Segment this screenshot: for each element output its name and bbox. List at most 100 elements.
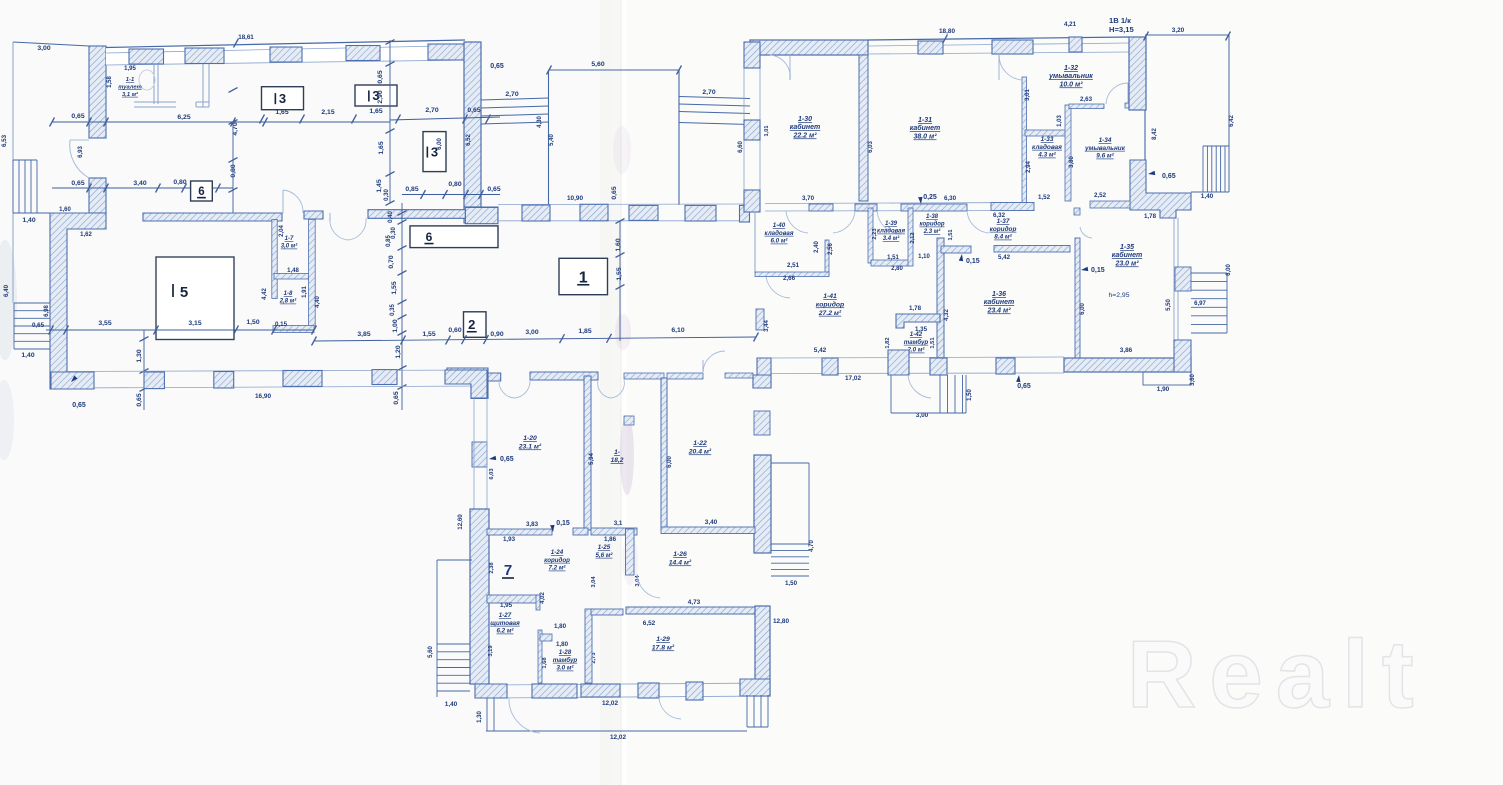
svg-text:коридор: коридор — [919, 222, 944, 228]
svg-text:1,60: 1,60 — [615, 238, 622, 251]
svg-text:0,65: 0,65 — [393, 391, 400, 404]
svg-text:3,00: 3,00 — [916, 412, 929, 419]
svg-text:1,50: 1,50 — [246, 319, 259, 326]
svg-text:3,15: 3,15 — [188, 320, 201, 327]
svg-text:1,03: 1,03 — [1057, 115, 1063, 127]
svg-text:2,66: 2,66 — [783, 275, 796, 282]
svg-text:2,63: 2,63 — [1080, 96, 1093, 103]
svg-text:Н=3,15: Н=3,15 — [1109, 25, 1134, 34]
svg-text:1,86: 1,86 — [604, 536, 617, 543]
svg-text:3: 3 — [372, 88, 379, 103]
svg-text:5,40: 5,40 — [549, 134, 555, 146]
svg-text:18,2: 18,2 — [611, 457, 624, 464]
svg-text:4,32: 4,32 — [944, 309, 950, 321]
svg-text:0,65: 0,65 — [611, 186, 618, 199]
svg-text:кладовая: кладовая — [765, 230, 794, 237]
svg-text:3,00: 3,00 — [525, 329, 538, 336]
svg-text:2,8 м²: 2,8 м² — [279, 298, 297, 305]
svg-text:0,65: 0,65 — [490, 63, 504, 70]
svg-text:туалет: туалет — [118, 84, 141, 90]
svg-text:6,00: 6,00 — [1080, 303, 1086, 315]
svg-text:3,70: 3,70 — [802, 195, 815, 202]
svg-text:6,93: 6,93 — [78, 146, 84, 158]
svg-text:1,65: 1,65 — [275, 109, 288, 116]
svg-text:6,03: 6,03 — [489, 468, 495, 480]
svg-text:23.1 м²: 23.1 м² — [518, 443, 542, 450]
svg-text:5,42: 5,42 — [998, 254, 1011, 261]
svg-text:1-31: 1-31 — [918, 117, 932, 124]
svg-text:4,30: 4,30 — [537, 116, 543, 128]
svg-text:14.4 м²: 14.4 м² — [669, 559, 692, 566]
svg-text:3,85: 3,85 — [357, 331, 370, 338]
svg-text:1-36: 1-36 — [992, 291, 1006, 298]
svg-text:1-26: 1-26 — [673, 551, 687, 558]
svg-text:3: 3 — [279, 91, 286, 106]
svg-text:16,90: 16,90 — [255, 393, 271, 400]
svg-text:6,00: 6,00 — [1226, 264, 1232, 276]
svg-text:1,40: 1,40 — [1201, 193, 1214, 200]
svg-text:4,73: 4,73 — [688, 599, 701, 606]
svg-text:0,30: 0,30 — [384, 189, 390, 201]
svg-text:кабинет: кабинет — [790, 123, 820, 131]
svg-text:2,12: 2,12 — [910, 232, 916, 243]
svg-text:18,80: 18,80 — [939, 28, 955, 35]
svg-text:5,6 м²: 5,6 м² — [596, 552, 614, 559]
svg-text:1,93: 1,93 — [503, 536, 516, 543]
svg-text:1,55: 1,55 — [616, 267, 623, 280]
svg-text:6,00: 6,00 — [437, 138, 443, 150]
svg-text:5,50: 5,50 — [1166, 299, 1172, 311]
svg-text:6,52: 6,52 — [466, 134, 472, 146]
svg-text:1,45: 1,45 — [376, 179, 383, 192]
svg-text:3,55: 3,55 — [98, 320, 111, 327]
svg-text:0,65: 0,65 — [1017, 383, 1031, 390]
svg-text:6,25: 6,25 — [177, 114, 190, 121]
svg-text:коридор: коридор — [544, 557, 570, 564]
svg-text:0,85: 0,85 — [405, 186, 418, 193]
svg-text:0,65: 0,65 — [377, 70, 384, 83]
svg-text:6: 6 — [426, 230, 433, 244]
svg-text:1-37: 1-37 — [997, 218, 1010, 225]
svg-text:3: 3 — [431, 144, 438, 159]
svg-text:кабинет: кабинет — [984, 298, 1014, 306]
svg-text:22.2 м²: 22.2 м² — [792, 132, 817, 139]
svg-text:1,30: 1,30 — [136, 349, 143, 362]
svg-text:6,03: 6,03 — [868, 141, 874, 153]
svg-text:2,56: 2,56 — [828, 243, 834, 255]
svg-text:1-25: 1-25 — [598, 544, 611, 551]
svg-text:1,35: 1,35 — [915, 326, 928, 333]
svg-text:0,60: 0,60 — [448, 327, 461, 334]
svg-text:0,65: 0,65 — [467, 107, 480, 114]
svg-text:0,80: 0,80 — [230, 164, 237, 177]
svg-text:2,73: 2,73 — [591, 652, 597, 664]
svg-text:0,65: 0,65 — [72, 402, 86, 409]
svg-text:4,70: 4,70 — [232, 122, 239, 135]
svg-text:0,40: 0,40 — [388, 211, 394, 223]
svg-text:1-34: 1-34 — [1099, 137, 1112, 144]
svg-text:8.4 м²: 8.4 м² — [994, 234, 1012, 241]
svg-text:27.2 м²: 27.2 м² — [818, 310, 842, 317]
svg-text:6,52: 6,52 — [643, 620, 656, 627]
svg-text:4.3 м²: 4.3 м² — [1037, 152, 1056, 159]
svg-text:18,61: 18,61 — [238, 34, 254, 41]
svg-text:3,20: 3,20 — [1172, 27, 1185, 34]
svg-text:4,70: 4,70 — [809, 540, 815, 552]
svg-text:3,04: 3,04 — [591, 576, 597, 588]
svg-text:6,60: 6,60 — [738, 141, 744, 153]
svg-text:1,55: 1,55 — [422, 331, 435, 338]
svg-text:1-27: 1-27 — [499, 612, 512, 619]
svg-text:4,40: 4,40 — [315, 296, 321, 308]
svg-text:3,19: 3,19 — [488, 645, 494, 657]
svg-text:8,42: 8,42 — [1152, 128, 1158, 140]
svg-text:12,60: 12,60 — [457, 514, 464, 530]
svg-text:1-35: 1-35 — [1120, 244, 1134, 251]
svg-text:0,85: 0,85 — [386, 235, 392, 247]
svg-text:1-33: 1-33 — [1041, 136, 1054, 143]
svg-text:12,80: 12,80 — [773, 618, 789, 625]
svg-text:1,10: 1,10 — [918, 254, 930, 260]
svg-text:1-29: 1-29 — [656, 636, 670, 643]
svg-text:0,65: 0,65 — [500, 456, 514, 463]
svg-text:5,60: 5,60 — [591, 61, 604, 68]
svg-text:6,32: 6,32 — [993, 212, 1006, 219]
svg-text:6,53: 6,53 — [1, 134, 8, 147]
svg-text:23.0 м²: 23.0 м² — [1114, 260, 1139, 267]
